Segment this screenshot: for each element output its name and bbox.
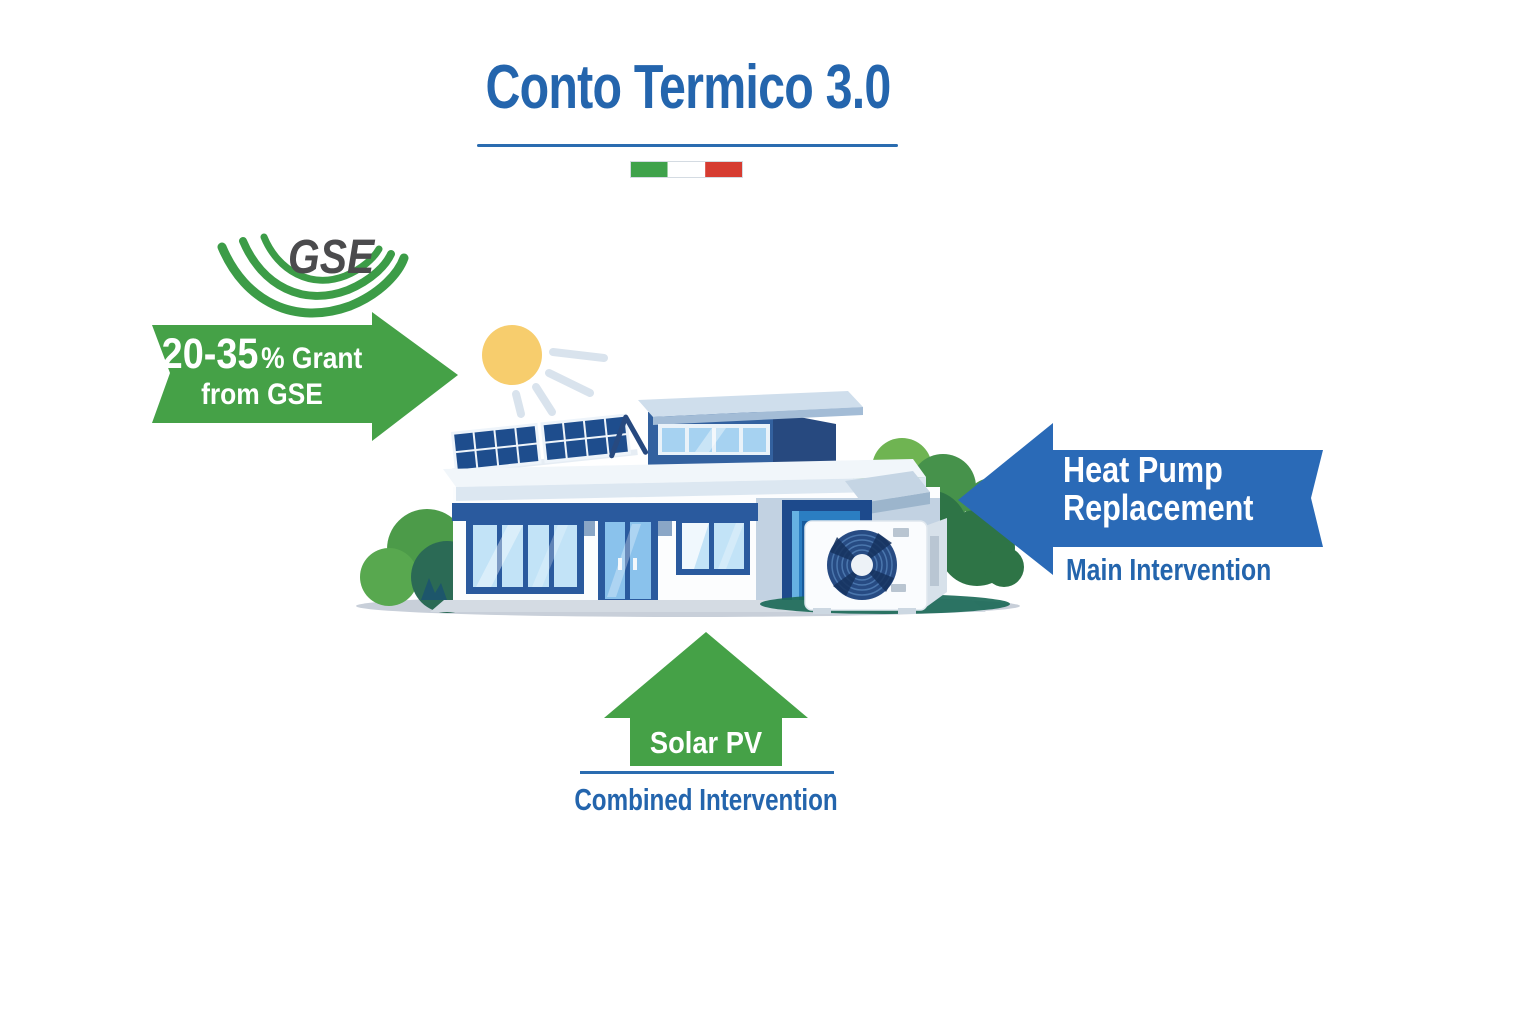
heat-pump-line2: Replacement: [1063, 487, 1254, 528]
heat-pump-line1: Heat Pump: [1063, 449, 1223, 490]
grant-suffix: % Grant: [261, 342, 363, 375]
heat-pump-grille: [893, 528, 909, 537]
panel-support-frame: [609, 414, 649, 459]
solar-panel-right: [540, 413, 632, 464]
solar-pv-arrow-icon: [604, 632, 808, 766]
roof-corner-cap-top: [845, 471, 930, 503]
main-intervention-caption: Main Intervention: [1066, 552, 1272, 587]
flag-border: [630, 161, 743, 178]
heat-pump-icon: [760, 518, 1010, 614]
heat-pump-vent: [930, 536, 939, 586]
fan-hub: [851, 554, 873, 576]
solar-caption-rule: [580, 771, 834, 774]
heat-pump-arrow-icon: [958, 423, 1323, 575]
sun-rays: [512, 348, 608, 418]
grant-arrow-text: 20-35 % Grant from GSE: [161, 330, 363, 413]
grant-source: from GSE: [201, 378, 323, 411]
grass-tuft: [421, 578, 447, 600]
roof-ledge: [443, 459, 930, 515]
sun-circle: [482, 325, 542, 385]
heat-pump-grille: [891, 584, 906, 592]
italian-flag-icon: [630, 161, 743, 178]
heat-pump-arrow-text: Heat Pump Replacement: [1063, 451, 1253, 527]
heat-pump-foot: [813, 608, 831, 614]
roof-corner-cap-front: [862, 492, 930, 515]
grant-amount: 20-35: [161, 330, 259, 378]
page-title: Conto Termico 3.0: [485, 53, 891, 122]
flag-red-band: [705, 161, 743, 178]
gse-swoosh-strokes: [217, 233, 409, 318]
title-underline: [477, 144, 898, 147]
sun-icon: [482, 325, 608, 418]
flag-white-band: [667, 161, 706, 178]
penthouse-roof-top: [638, 391, 863, 417]
grant-arrow-shape: [152, 312, 458, 441]
heat-pump-foot: [898, 608, 916, 614]
combined-intervention-caption: Combined Intervention: [574, 782, 838, 817]
penthouse-side: [773, 412, 836, 474]
door-handle: [633, 558, 637, 570]
penthouse-roof-edge: [653, 407, 863, 425]
flag-green-band: [630, 161, 668, 178]
solar-pv-arrow-shape: [604, 632, 808, 766]
heat-pump-fan: [827, 530, 897, 600]
door-handle: [618, 558, 622, 570]
gse-swoosh-icon: [217, 233, 409, 318]
awning: [452, 503, 758, 536]
solar-pv-label: Solar PV: [649, 725, 763, 760]
penthouse-windows: [658, 424, 770, 455]
heat-pump-arrow-shape: [958, 423, 1323, 575]
left-window: [466, 518, 584, 594]
solar-panel-left: [450, 422, 542, 473]
penthouse: [638, 391, 863, 474]
entry-door: [598, 515, 658, 606]
right-window: [676, 517, 750, 575]
building-illustration: [356, 325, 1024, 617]
grant-arrow-icon: [152, 312, 458, 441]
gse-logo-text: GSE: [288, 231, 375, 284]
grant-amount-line: 20-35 % Grant: [161, 330, 363, 378]
